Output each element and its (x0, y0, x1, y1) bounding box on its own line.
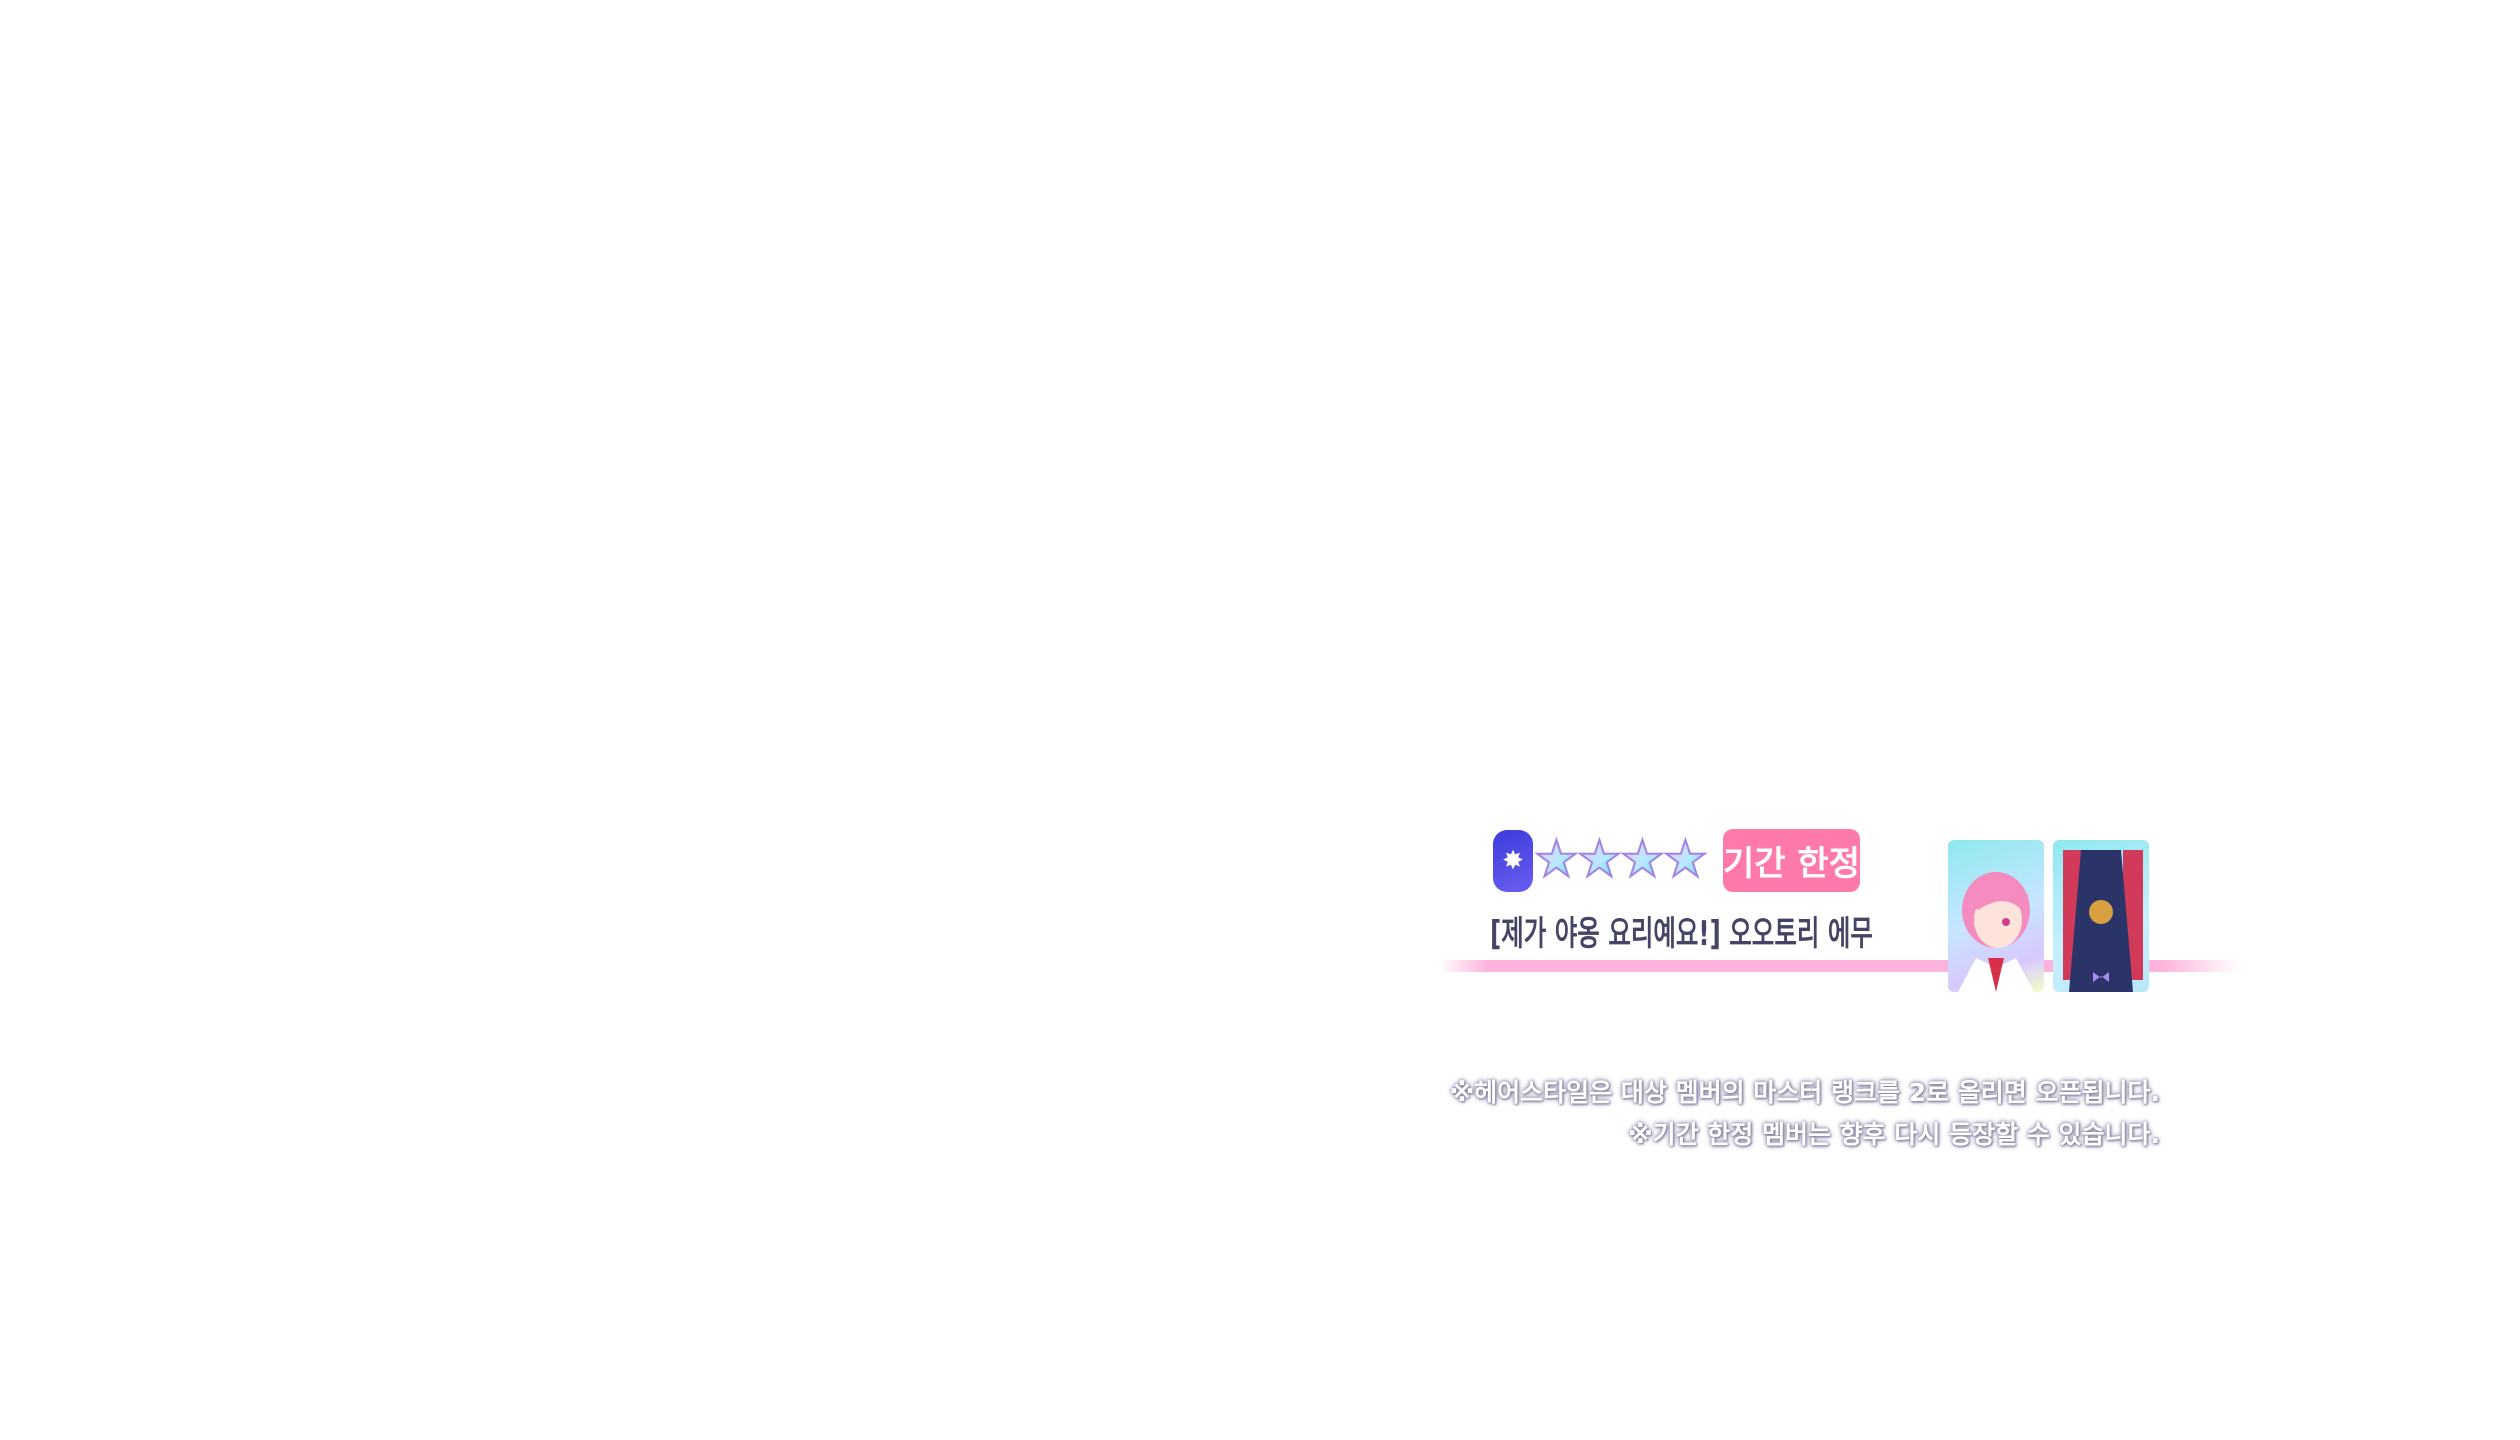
hairstyle-thumbnail[interactable] (1948, 840, 2044, 992)
rarity-stars: ★ ★ ★ ★ (1533, 826, 1709, 892)
star-icon: ★ (1533, 826, 1580, 892)
note-limited: ※기간 한정 멤버는 향후 다시 등장할 수 있습니다. (1628, 1120, 2160, 1149)
costume-thumbnail[interactable] (2053, 840, 2149, 992)
notes: ※헤어스타일은 대상 멤버의 마스터 랭크를 2로 올리면 오픈됩니다. ※기간… (1450, 1072, 2160, 1156)
star-icon: ★ (1576, 826, 1623, 892)
star-icon: ★ (1662, 826, 1709, 892)
card-title: [제가 야옹 요리예요!] 오오토리 에무 (1490, 914, 1873, 954)
star-icon: ★ (1619, 826, 1666, 892)
attribute-icon: ✸ (1493, 830, 1533, 892)
limited-badge: 기간 한정 (1723, 829, 1860, 892)
note-hairstyle: ※헤어스타일은 대상 멤버의 마스터 랭크를 2로 올리면 오픈됩니다. (1449, 1078, 2160, 1107)
